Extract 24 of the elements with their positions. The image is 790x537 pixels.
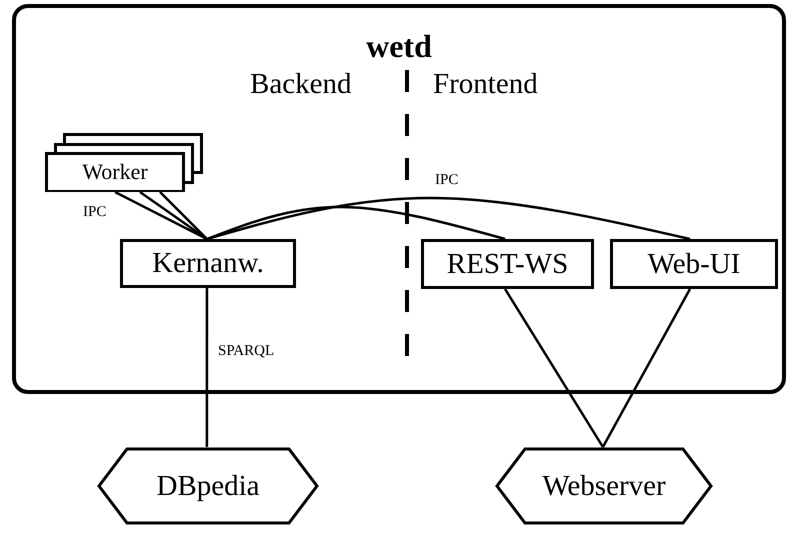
hexagon-node: [495, 447, 713, 525]
node-label: Web-UI: [648, 250, 740, 278]
connector-line: [114, 190, 208, 240]
node-label: REST-WS: [446, 250, 568, 278]
node-label: DBpedia: [156, 472, 260, 500]
connector-line: [206, 206, 506, 240]
section-label: Backend: [250, 70, 352, 99]
edge-label: SPARQL: [217, 344, 276, 359]
process-box: [610, 239, 778, 289]
node-label: Worker: [81, 158, 149, 186]
node-label: Kernanw.: [152, 249, 264, 278]
hexagon-node: [97, 447, 319, 525]
process-box: [120, 239, 296, 288]
system-boundary: [12, 4, 786, 394]
connector-line: [206, 196, 690, 240]
node-label: wetd: [366, 30, 432, 62]
connector-line: [206, 288, 208, 447]
stacked-process-box: [45, 133, 203, 192]
node-label: Webserver: [542, 472, 666, 500]
section-label: Frontend: [433, 70, 538, 99]
connector-line: [159, 191, 208, 240]
connector-line: [602, 288, 692, 448]
connector-line: [504, 288, 604, 448]
process-box: [421, 239, 594, 289]
